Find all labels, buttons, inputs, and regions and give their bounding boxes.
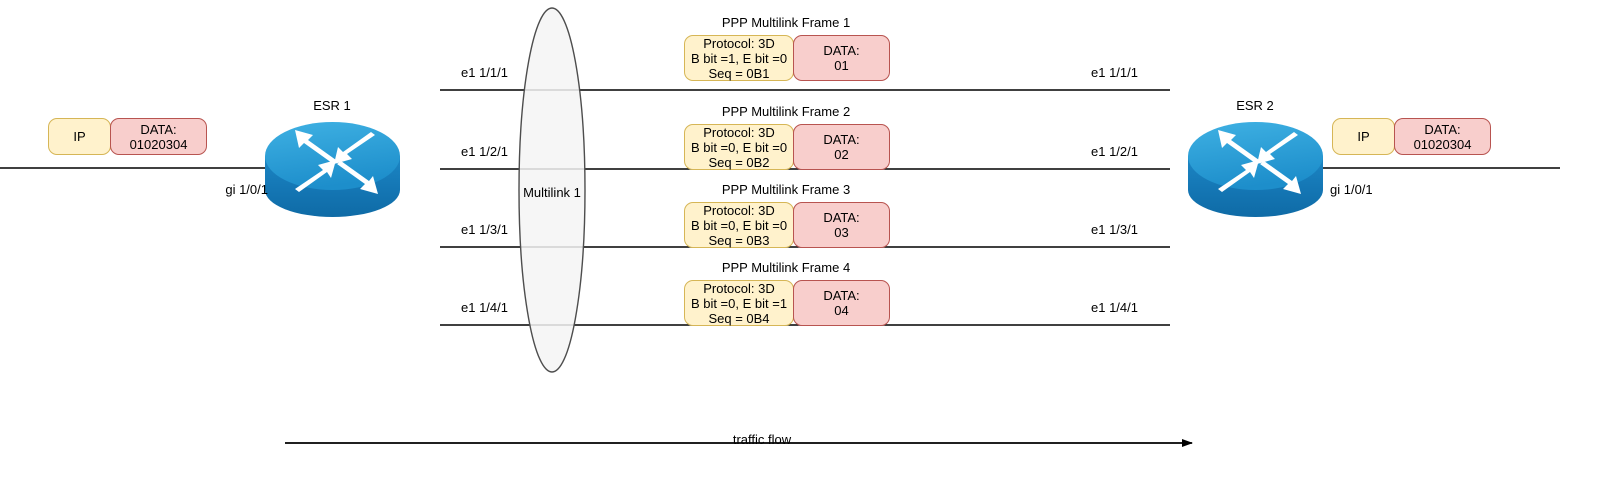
member-4-bits: B bit =0, E bit =1 bbox=[690, 295, 788, 311]
traffic-flow-label: traffic flow bbox=[732, 432, 792, 447]
member-3-left-interface-label: e1 1/3/1 bbox=[461, 222, 508, 237]
member-1-seq: Seq = 0B1 bbox=[708, 65, 770, 81]
member-3-bits: B bit =0, E bit =0 bbox=[690, 217, 788, 233]
right-ip-packet-header-label: IP bbox=[1357, 129, 1370, 144]
router-top bbox=[1188, 122, 1323, 190]
member-3-seq: Seq = 0B3 bbox=[708, 232, 770, 248]
router-esr-2-label: ESR 2 bbox=[1236, 98, 1274, 113]
member-3-frame-title: PPP Multilink Frame 3 bbox=[721, 182, 851, 197]
router-arrows-icon bbox=[295, 130, 378, 194]
member-4-data-value: 04 bbox=[834, 303, 849, 318]
right-ip-packet-data-label: DATA: bbox=[1424, 121, 1461, 137]
member-4-frame-header: Protocol: 3D B bit =0, E bit =1 Seq = 0B… bbox=[684, 280, 794, 326]
member-2-left-interface-label: e1 1/2/1 bbox=[461, 144, 508, 159]
member-4-data-label: DATA: bbox=[823, 288, 860, 303]
router-esr-1-label: ESR 1 bbox=[313, 98, 351, 113]
left-ip-packet-payload: DATA: 01020304 bbox=[110, 118, 207, 155]
member-4-right-interface-label: e1 1/4/1 bbox=[1091, 300, 1138, 315]
right-ip-packet-payload: DATA: 01020304 bbox=[1394, 118, 1491, 155]
member-1-protocol: Protocol: 3D bbox=[703, 35, 775, 51]
router-top bbox=[265, 122, 400, 190]
member-4-protocol: Protocol: 3D bbox=[703, 280, 775, 296]
member-2-protocol: Protocol: 3D bbox=[703, 124, 775, 140]
member-1-bits: B bit =1, E bit =0 bbox=[690, 50, 788, 66]
member-4-left-interface-label: e1 1/4/1 bbox=[461, 300, 508, 315]
right-interface-label: gi 1/0/1 bbox=[1330, 182, 1373, 197]
member-3-protocol: Protocol: 3D bbox=[703, 202, 775, 218]
left-interface-label: gi 1/0/1 bbox=[225, 182, 268, 197]
member-1-frame-header: Protocol: 3D B bit =1, E bit =0 Seq = 0B… bbox=[684, 35, 794, 81]
left-ip-packet-data-value: 01020304 bbox=[129, 136, 188, 152]
member-2-data-value: 02 bbox=[834, 147, 849, 162]
member-3-data-value: 03 bbox=[834, 225, 849, 240]
member-1-frame-data: DATA: 01 bbox=[793, 35, 890, 81]
router-arrows-icon bbox=[1218, 130, 1301, 194]
member-2-right-interface-label: e1 1/2/1 bbox=[1091, 144, 1138, 159]
member-1-data-label: DATA: bbox=[823, 43, 860, 58]
member-1-right-interface-label: e1 1/1/1 bbox=[1091, 65, 1138, 80]
router-esr-1[interactable] bbox=[265, 122, 400, 217]
member-2-bits: B bit =0, E bit =0 bbox=[690, 139, 788, 155]
multilink-bundle-ellipse bbox=[518, 7, 586, 373]
right-ip-packet-header: IP bbox=[1332, 118, 1395, 155]
member-2-seq: Seq = 0B2 bbox=[708, 154, 770, 170]
member-2-frame-title: PPP Multilink Frame 2 bbox=[721, 104, 851, 119]
member-3-frame-header: Protocol: 3D B bit =0, E bit =0 Seq = 0B… bbox=[684, 202, 794, 248]
left-ip-packet-data-label: DATA: bbox=[140, 121, 177, 137]
left-ip-packet-header-label: IP bbox=[73, 129, 86, 144]
member-2-data-label: DATA: bbox=[823, 132, 860, 147]
router-esr-2[interactable] bbox=[1188, 122, 1323, 217]
member-3-right-interface-label: e1 1/3/1 bbox=[1091, 222, 1138, 237]
member-3-data-label: DATA: bbox=[823, 210, 860, 225]
member-2-frame-header: Protocol: 3D B bit =0, E bit =0 Seq = 0B… bbox=[684, 124, 794, 170]
multilink-bundle-label: Multilink 1 bbox=[523, 185, 581, 200]
member-3-frame-data: DATA: 03 bbox=[793, 202, 890, 248]
right-ip-packet-data-value: 01020304 bbox=[1413, 136, 1472, 152]
member-1-frame-title: PPP Multilink Frame 1 bbox=[721, 15, 851, 30]
left-ip-packet-header: IP bbox=[48, 118, 111, 155]
member-4-seq: Seq = 0B4 bbox=[708, 310, 770, 326]
member-1-left-interface-label: e1 1/1/1 bbox=[461, 65, 508, 80]
member-4-frame-title: PPP Multilink Frame 4 bbox=[721, 260, 851, 275]
member-1-data-value: 01 bbox=[834, 58, 849, 73]
member-2-frame-data: DATA: 02 bbox=[793, 124, 890, 170]
member-4-frame-data: DATA: 04 bbox=[793, 280, 890, 326]
